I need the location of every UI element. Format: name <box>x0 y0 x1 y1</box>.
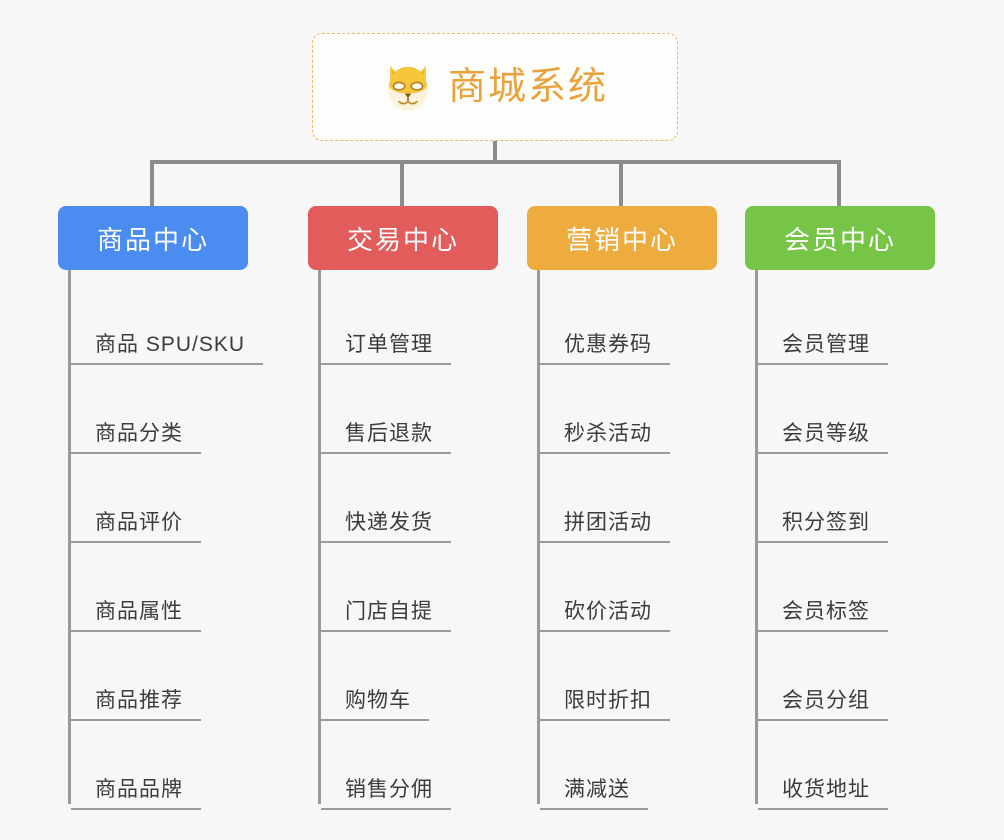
category-header-member-center[interactable]: 会员中心 <box>745 206 935 270</box>
root-title: 商城系统 <box>447 66 608 108</box>
trunk-line <box>68 270 71 804</box>
list-item[interactable]: 积分签到 <box>745 454 935 543</box>
category-header-product-center[interactable]: 商品中心 <box>58 206 248 270</box>
connector-drop-1 <box>150 160 154 206</box>
list-item-label: 收货地址 <box>758 778 888 810</box>
list-item-label: 商品属性 <box>71 600 201 632</box>
list-item[interactable]: 商品属性 <box>58 543 248 632</box>
column-member-center: 会员中心 会员管理 会员等级 积分签到 会员标签 会员分组 收货地址 <box>745 206 935 810</box>
list-item[interactable]: 商品评价 <box>58 454 248 543</box>
list-item[interactable]: 限时折扣 <box>527 632 717 721</box>
list-item[interactable]: 砍价活动 <box>527 543 717 632</box>
list-item[interactable]: 商品分类 <box>58 365 248 454</box>
list-item[interactable]: 商品推荐 <box>58 632 248 721</box>
list-item-label: 满减送 <box>540 778 648 810</box>
list-item-label: 购物车 <box>321 689 429 721</box>
list-item[interactable]: 销售分佣 <box>308 721 498 810</box>
connector-root-stem <box>493 141 497 163</box>
list-item-label: 商品 SPU/SKU <box>71 333 264 365</box>
category-header-label: 商品中心 <box>96 224 209 255</box>
list-item[interactable]: 商品品牌 <box>58 721 248 810</box>
list-item[interactable]: 快递发货 <box>308 454 498 543</box>
list-item[interactable]: 售后退款 <box>308 365 498 454</box>
list-item-label: 商品分类 <box>71 422 201 454</box>
list-item-label: 会员管理 <box>758 333 888 365</box>
connector-drop-3 <box>619 160 623 206</box>
column-body: 会员管理 会员等级 积分签到 会员标签 会员分组 收货地址 <box>745 270 935 810</box>
trunk-line <box>537 270 540 804</box>
list-item[interactable]: 优惠券码 <box>527 276 717 365</box>
list-item[interactable]: 门店自提 <box>308 543 498 632</box>
list-item-label: 限时折扣 <box>540 689 670 721</box>
list-item-label: 快递发货 <box>321 511 451 543</box>
list-item-label: 销售分佣 <box>321 778 451 810</box>
list-item[interactable]: 会员标签 <box>745 543 935 632</box>
list-item-label: 优惠券码 <box>540 333 670 365</box>
shiba-dog-icon <box>388 65 428 111</box>
list-item[interactable]: 会员管理 <box>745 276 935 365</box>
list-item-label: 售后退款 <box>321 422 451 454</box>
category-header-label: 营销中心 <box>565 224 678 255</box>
list-item[interactable]: 满减送 <box>527 721 717 810</box>
list-item-label: 拼团活动 <box>540 511 670 543</box>
list-item-label: 门店自提 <box>321 600 451 632</box>
column-body: 优惠券码 秒杀活动 拼团活动 砍价活动 限时折扣 满减送 <box>527 270 717 810</box>
category-header-transaction-center[interactable]: 交易中心 <box>308 206 498 270</box>
connector-horizontal-bus <box>150 160 841 164</box>
list-item[interactable]: 购物车 <box>308 632 498 721</box>
category-header-marketing-center[interactable]: 营销中心 <box>527 206 717 270</box>
trunk-line <box>755 270 758 804</box>
root-node-mall-system[interactable]: 商城系统 <box>312 33 678 141</box>
connector-drop-2 <box>400 160 404 206</box>
list-item-label: 会员标签 <box>758 600 888 632</box>
category-header-label: 交易中心 <box>346 224 459 255</box>
list-item-label: 会员等级 <box>758 422 888 454</box>
list-item[interactable]: 拼团活动 <box>527 454 717 543</box>
list-item[interactable]: 秒杀活动 <box>527 365 717 454</box>
column-body: 商品 SPU/SKU 商品分类 商品评价 商品属性 商品推荐 商品品牌 <box>58 270 264 810</box>
list-item-label: 商品评价 <box>71 511 201 543</box>
list-item[interactable]: 商品 SPU/SKU <box>58 276 264 365</box>
list-item-label: 商品推荐 <box>71 689 201 721</box>
list-item-label: 会员分组 <box>758 689 888 721</box>
list-item-label: 秒杀活动 <box>540 422 670 454</box>
list-item-label: 商品品牌 <box>71 778 201 810</box>
connector-drop-4 <box>837 160 841 206</box>
list-item-label: 砍价活动 <box>540 600 670 632</box>
column-transaction-center: 交易中心 订单管理 售后退款 快递发货 门店自提 购物车 销售分佣 <box>308 206 498 810</box>
list-item[interactable]: 收货地址 <box>745 721 935 810</box>
column-product-center: 商品中心 商品 SPU/SKU 商品分类 商品评价 商品属性 商品推荐 商品品牌 <box>58 206 264 810</box>
trunk-line <box>318 270 321 804</box>
list-item-label: 积分签到 <box>758 511 888 543</box>
list-item-label: 订单管理 <box>321 333 451 365</box>
list-item[interactable]: 订单管理 <box>308 276 498 365</box>
category-header-label: 会员中心 <box>783 224 896 255</box>
list-item[interactable]: 会员分组 <box>745 632 935 721</box>
column-body: 订单管理 售后退款 快递发货 门店自提 购物车 销售分佣 <box>308 270 498 810</box>
column-marketing-center: 营销中心 优惠券码 秒杀活动 拼团活动 砍价活动 限时折扣 满减送 <box>527 206 717 810</box>
list-item[interactable]: 会员等级 <box>745 365 935 454</box>
